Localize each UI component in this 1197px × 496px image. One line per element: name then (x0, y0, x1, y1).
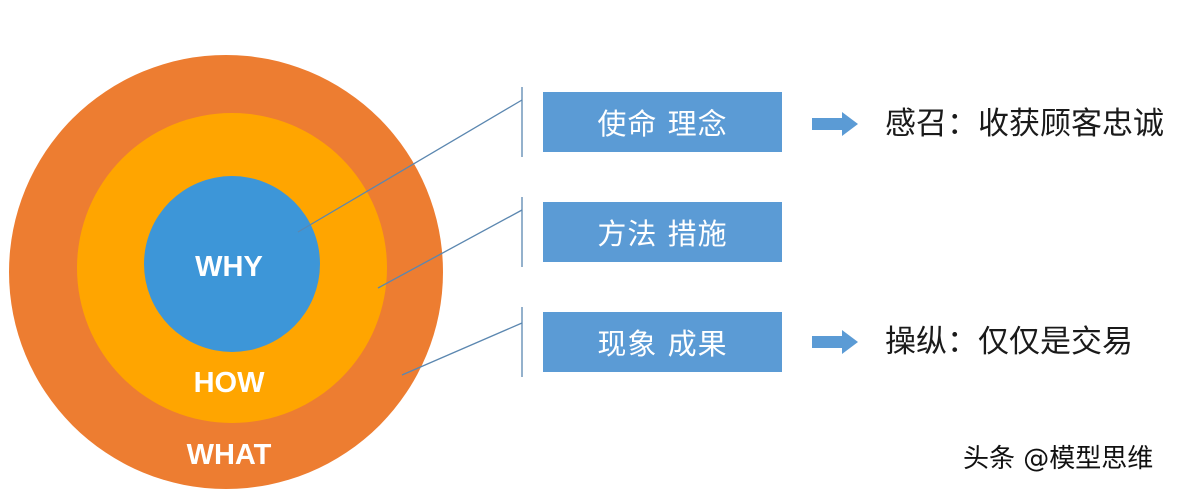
leader-line-why (297, 99, 523, 233)
box-mission: 使命 理念 (543, 92, 782, 152)
box-mission-label: 使命 理念 (597, 107, 728, 141)
box-methods-label: 方法 措施 (597, 217, 728, 251)
box-results-label: 现象 成果 (597, 327, 728, 361)
why-circle (144, 176, 320, 352)
box-results: 现象 成果 (543, 312, 782, 372)
leader-line-how (377, 209, 523, 289)
why-label: WHY (195, 251, 263, 283)
how-label: HOW (194, 367, 266, 399)
leader-line-what (401, 322, 523, 376)
arrow-right-icon (812, 112, 858, 136)
result-manipulate: 操纵：仅仅是交易 (885, 324, 1133, 360)
watermark: 头条 @模型思维 (963, 444, 1154, 474)
what-label: WHAT (187, 439, 272, 471)
result-inspire: 感召：收获顾客忠诚 (885, 106, 1164, 142)
box-methods: 方法 措施 (543, 202, 782, 262)
arrow-right-icon (812, 330, 858, 354)
